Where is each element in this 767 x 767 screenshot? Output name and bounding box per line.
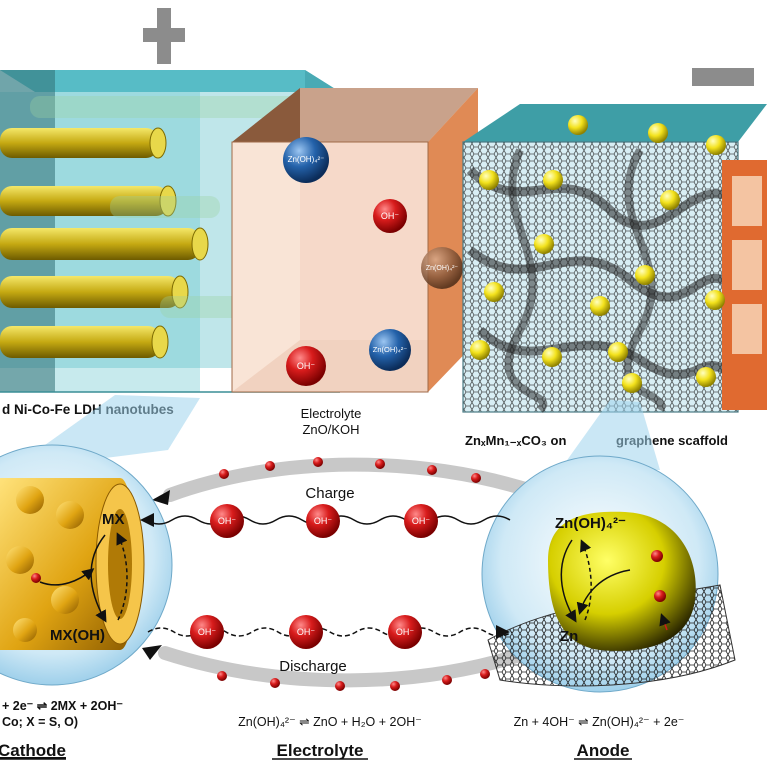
discharge-arrow-icon	[142, 645, 162, 660]
anode-zoom-cone	[560, 400, 660, 470]
anode-zoom-bubble	[481, 455, 736, 693]
charge-arrow-icon	[152, 490, 170, 505]
cathode-equation-line2: Co; X = S, O)	[2, 715, 78, 729]
electrolyte-label-line1: Electrolyte	[301, 406, 362, 421]
anode-heading: Anode	[577, 741, 630, 760]
charge-ion-arrow-icon	[140, 513, 154, 527]
charge-label: Charge	[305, 485, 354, 502]
svg-text:OH⁻: OH⁻	[412, 516, 431, 526]
cathode-equation-line1: + 2e⁻ ⇌ 2MX + 2OH⁻	[2, 699, 123, 713]
svg-text:OH⁻: OH⁻	[218, 516, 237, 526]
anode-equation: Zn + 4OH⁻ ⇌ Zn(OH)₄²⁻ + 2e⁻	[514, 715, 685, 729]
svg-text:OH⁻: OH⁻	[297, 627, 316, 637]
anode-nanoparticles	[470, 115, 726, 393]
anode-material-formula: ZnₓMn₁₋ₓCO₃ on	[465, 433, 566, 448]
plus-sign-icon	[143, 8, 185, 64]
anode-reaction-arrow-dashed	[580, 539, 592, 621]
anode-species-zn: Zn	[560, 628, 578, 645]
hydroxide-ion	[286, 346, 326, 386]
charge-electron-path	[163, 457, 542, 502]
discharge-ion-path	[147, 627, 513, 637]
electrons	[217, 457, 490, 691]
svg-text:OH⁻: OH⁻	[396, 627, 415, 637]
electrolyte-label-line2: ZnO/KOH	[302, 422, 359, 437]
hydroxide-ion	[373, 199, 407, 233]
cathode-species-mxoh: MX(OH)	[50, 627, 105, 644]
hydroxide-ion-label: OH⁻	[381, 211, 400, 221]
ldh-nanotubes	[0, 96, 300, 359]
discharge-electron-path	[158, 643, 542, 688]
zincate-ion	[421, 247, 463, 289]
discharge-ion-arrow-icon	[496, 625, 510, 639]
electrolyte-ions: Zn(OH)₄²⁻ OH⁻ Zn(OH)₄²⁻ OH⁻ Zn(OH)₄²⁻	[283, 137, 463, 386]
electrolyte-equation: Zn(OH)₄²⁻ ⇌ ZnO + H₂O + 2OH⁻	[238, 715, 422, 729]
discharge-hydroxide-ions: OH⁻ OH⁻ OH⁻	[190, 615, 422, 649]
hydroxide-ion-label: OH⁻	[297, 361, 316, 371]
charge-hydroxide-ions: OH⁻ OH⁻ OH⁻	[210, 504, 438, 538]
cathode-species-mx: MX	[102, 511, 125, 528]
svg-text:OH⁻: OH⁻	[314, 516, 333, 526]
anode-reaction-arrow	[560, 539, 577, 623]
cathode-reaction-arrow-dashed	[116, 532, 128, 621]
cathode-heading: Cathode	[0, 741, 66, 760]
zincate-ion	[369, 329, 411, 371]
electrolyte-box	[231, 88, 478, 393]
discharge-label: Discharge	[279, 658, 347, 675]
zincate-ion-label: Zn(OH)₄²⁻	[373, 345, 408, 354]
cathode-reaction-arrow	[90, 534, 107, 623]
minus-sign-icon	[692, 68, 754, 86]
zincate-ion	[283, 137, 329, 183]
zincate-ion-label: Zn(OH)₄²⁻	[426, 265, 459, 272]
electrolyte-heading: Electrolyte	[277, 741, 364, 760]
svg-text:OH⁻: OH⁻	[198, 627, 217, 637]
cathode-zoom-bubble	[0, 444, 173, 686]
anode-species-zincate: Zn(OH)₄²⁻	[555, 515, 626, 532]
zincate-ion-label: Zn(OH)₄²⁻	[288, 155, 325, 164]
